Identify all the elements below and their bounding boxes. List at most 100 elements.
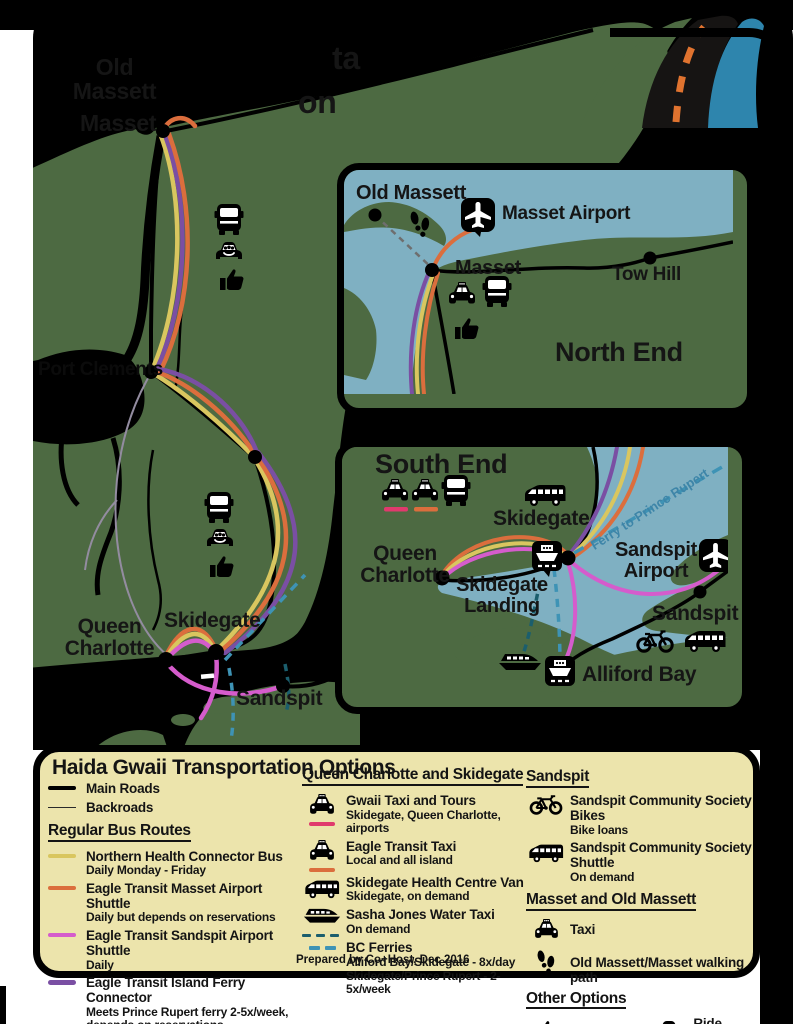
item-name: Skidegate Health Centre Van	[346, 874, 524, 890]
backroads-label: Backroads	[86, 799, 154, 815]
masset-airport-badge	[461, 198, 495, 237]
orange-underline	[309, 867, 335, 872]
legend-route-masset-shuttle: Eagle Transit Masset Airport Shuttle Dai…	[48, 880, 303, 925]
south-end-title: South End	[375, 449, 508, 479]
label-old-massett-inset: Old Massett	[356, 182, 467, 204]
label-queen-charlotte-inset: Queen Charlotte	[360, 542, 450, 587]
item-detail: Skidegate/Prince Rupert - 2-5x/week	[346, 968, 501, 997]
walking-path-icon	[536, 949, 556, 976]
route-purple-pc-coast	[148, 365, 259, 453]
bus-routes-heading: Regular Bus Routes	[48, 822, 191, 842]
legend-health-van: Skidegate Health Centre Van Skidegate, o…	[302, 874, 532, 904]
north-end-inset: Old Massett Masset Airport Masset Tow Hi…	[337, 163, 754, 415]
route-magenta-south-branch	[198, 651, 219, 721]
bike-icon	[529, 794, 563, 815]
west-bank	[344, 288, 377, 380]
masset-sound	[121, 135, 166, 365]
route-orange-coast-skidegate	[219, 451, 289, 653]
item-detail: Skidegate, Queen Charlotte, airports	[346, 807, 501, 836]
hidden-title-fragment: ta	[332, 40, 360, 76]
pink-underline	[309, 821, 335, 826]
north-end-title: North End	[555, 337, 683, 367]
water-taxi-dashed	[283, 663, 291, 716]
hidden-title-fragment: on	[298, 84, 337, 120]
ferry-alliford-dashed	[552, 568, 562, 664]
label-old-massett: Old Massett	[72, 54, 157, 104]
item-name: Sasha Jones Water Taxi	[346, 906, 495, 922]
water-taxi-icon	[303, 908, 341, 927]
item-name: Sandspit Community Society Shuttle	[570, 839, 752, 870]
route-detail: Meets Prince Rupert ferry 2-5x/week,	[86, 1004, 289, 1019]
inlet-island-2	[171, 714, 195, 726]
logo-green-swoosh	[580, 18, 692, 128]
label-skidegate-landing: Skidegate Landing	[456, 574, 548, 617]
teal-dash	[302, 933, 311, 938]
alliford-ferry-badge	[545, 656, 575, 686]
legend-main-roads: Main Roads	[48, 781, 303, 797]
route-purple-coast-skidegate	[222, 449, 298, 656]
label-alliford-bay: Alliford Bay	[582, 663, 697, 686]
road-logo	[580, 15, 764, 128]
item-name: Ride Sharing	[693, 1016, 722, 1024]
backroad-swatch	[48, 806, 76, 809]
legend-other-row: Hitchhiking Ride Sharing	[526, 1017, 754, 1024]
route-magenta-to-sandspit	[163, 659, 286, 696]
river-2	[147, 449, 162, 631]
gwaii-taxi-underline	[384, 507, 408, 512]
route-name: Eagle Transit Island Ferry Connector	[86, 975, 246, 1005]
south-dots	[434, 550, 707, 599]
route-orange-masset-pc	[157, 131, 190, 375]
item-name: BC Ferries	[346, 940, 413, 956]
logo-road	[642, 15, 738, 128]
route-yellow-qc-skidegate	[163, 631, 217, 661]
bc-ferry-dashed-south	[227, 667, 235, 741]
hitchhiking-icon	[534, 1018, 558, 1024]
south-end-canvas	[342, 447, 728, 693]
route-detail: Daily but depends on reservations	[86, 910, 276, 925]
shuttle-van-icon	[528, 843, 564, 863]
masset-heading: Masset and Old Massett	[526, 891, 696, 911]
label-skidegate-inset: Skidegate	[493, 507, 590, 530]
masset-inlet	[33, 349, 145, 445]
teal-dash	[330, 933, 339, 938]
shuttle-van-icon	[304, 879, 340, 899]
bc-ferry-dashed-ne	[223, 573, 307, 662]
prepared-by: Prepared by Co+Host, Dec 2016	[296, 954, 470, 966]
north-end-canvas	[344, 170, 733, 394]
item-detail: On demand	[346, 921, 411, 936]
route-yellow-pc-coast	[148, 369, 256, 459]
taxi-icon	[533, 919, 560, 940]
label-masset-airport: Masset Airport	[502, 203, 631, 224]
label-port-clements: Port Clements	[38, 359, 163, 380]
legend-sandspit-bikes: Sandspit Community Society Bikes Bike lo…	[526, 792, 754, 837]
legend-route-sandspit-shuttle: Eagle Transit Sandspit Airport Shuttle D…	[48, 928, 303, 972]
ride-sharing-icon	[654, 1018, 684, 1024]
legend-bc-ferries: BC Ferries Alliford Bay/Skidegate - 8x/d…	[302, 940, 532, 997]
item-name: Taxi	[570, 921, 596, 937]
legend-route-ferry-connector: Eagle Transit Island Ferry Connector Mee…	[48, 975, 303, 1024]
legend-sandspit-shuttle: Sandspit Community Society Shuttle On de…	[526, 839, 754, 884]
purple-route-swatch	[48, 980, 76, 985]
orange-route-swatch	[48, 885, 76, 891]
ferry-terminal-mark	[200, 673, 215, 680]
main-roads-label: Main Roads	[86, 781, 160, 796]
legend-gwaii-taxi: Gwaii Taxi and Tours Skidegate, Queen Ch…	[302, 793, 532, 836]
legend-eagle-taxi: Eagle Transit Taxi Local and all island	[302, 838, 532, 872]
item-detail: Bike loans	[570, 822, 629, 837]
item-detail: On demand	[570, 869, 635, 884]
route-orange-pc-coast	[148, 367, 257, 456]
legend-middle-column: Queen Charlotte and Skidegate Gwaii Taxi…	[302, 766, 532, 996]
inlet-arm	[58, 429, 80, 507]
item-name: Eagle Transit Taxi	[346, 838, 457, 854]
north-dots	[368, 208, 657, 277]
logo-blue-swoosh	[708, 18, 764, 128]
legend-panel: Haida Gwaii Transportation Options Main …	[33, 745, 760, 1024]
route-name: Northern Health Connector Bus	[86, 848, 283, 864]
corner-land	[342, 675, 364, 693]
legend-route-northern-health: Northern Health Connector Bus Daily Mond…	[48, 848, 303, 878]
route-purple-masset-pc	[153, 132, 185, 374]
item-name: Sandspit Community Society Bikes	[570, 792, 752, 823]
walking-path-dashed	[374, 214, 433, 269]
route-name: Eagle Transit Masset Airport Shuttle	[86, 880, 263, 911]
north-bus-routes	[408, 228, 474, 394]
